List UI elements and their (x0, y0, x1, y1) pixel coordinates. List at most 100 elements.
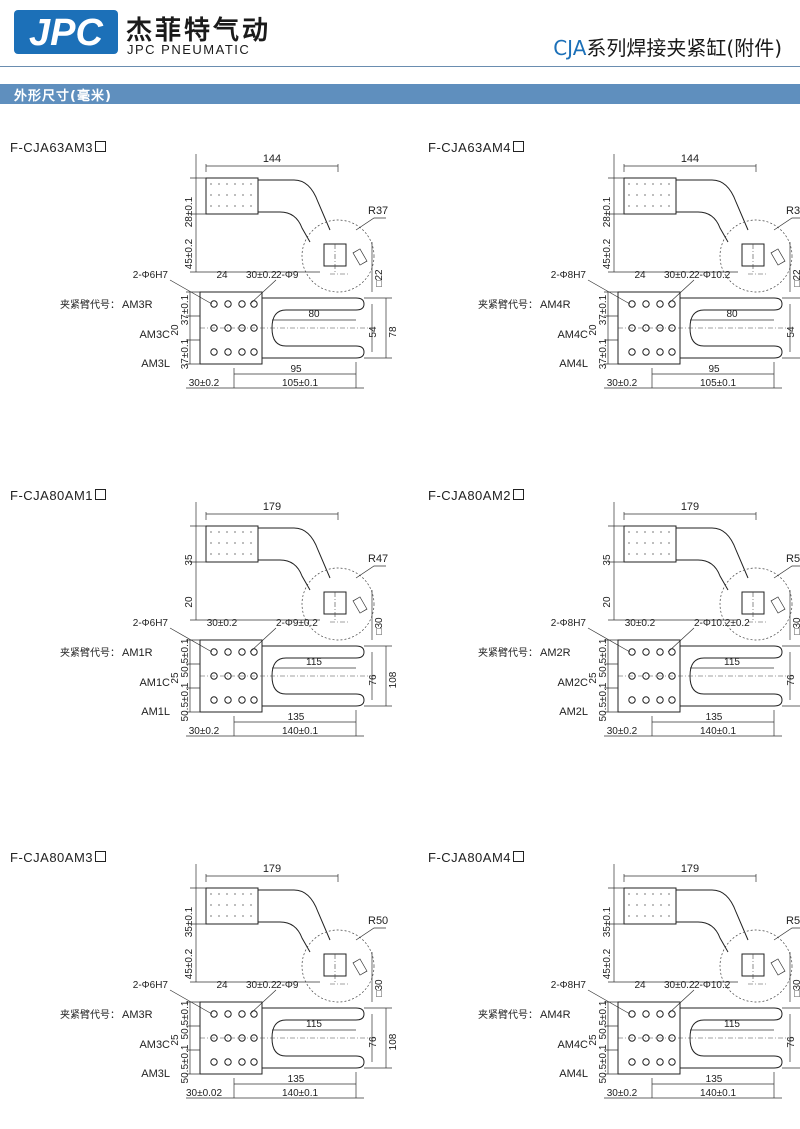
model-suffix-box (513, 141, 525, 152)
arm-outline-bottom (676, 921, 729, 953)
model-number: F-CJA80AM4 (428, 850, 525, 865)
height-dim-2: 78 (388, 326, 399, 338)
side-dim: 20 (602, 596, 613, 608)
square-dim: □30 (792, 979, 800, 997)
mount-hole (642, 696, 650, 704)
dimension-drawing-6: 179 R50 35±0.1 45±0.2 □30 2-Φ8H7 24 30±0… (478, 863, 800, 1099)
inner-dim: 80 (726, 309, 738, 320)
section-bar: 外形尺寸(毫米) (0, 84, 800, 104)
top-view: 179 R50 35 20 □30 (602, 501, 800, 641)
center-lines (330, 244, 350, 275)
side-dim: 45±0.2 (184, 948, 195, 979)
center-lines (330, 954, 350, 985)
mount-hole (628, 648, 636, 656)
square-dim: □30 (374, 617, 385, 635)
model-suffix-box (95, 489, 107, 500)
side-dim-lines (190, 864, 320, 983)
bottom-dim-3: 30±0.2 (189, 726, 220, 737)
height-dim-lines (364, 1007, 392, 1069)
pitch-dim-lines (186, 1001, 200, 1075)
pitch-dim-2: 25 (588, 1034, 599, 1046)
hole-dim-2: 2-Φ10.2±0.2 (694, 618, 750, 629)
height-dim-1: 76 (368, 1036, 379, 1048)
height-dim-2: 108 (388, 671, 399, 688)
model-suffix-box (513, 851, 525, 862)
mount-hole (642, 648, 650, 656)
model-suffix-box (95, 141, 107, 152)
height-dim-1: 76 (786, 1036, 797, 1048)
side-dim-lines (190, 154, 320, 273)
bottom-dim-lines (604, 362, 782, 389)
bottom-dim-lines (186, 1072, 364, 1099)
center-lines (748, 592, 768, 623)
code-label: 夹紧臂代号： (60, 646, 120, 659)
mount-hole (656, 324, 664, 332)
square-tab (770, 248, 786, 266)
bottom-view: 2-Φ8H7 24 30±0.2 2-Φ10.2 夹紧臂代号： AM4R AM4… (478, 270, 800, 389)
arm-outline-bottom (258, 921, 311, 953)
radius-leader (355, 565, 386, 579)
bottom-dim-lines (604, 710, 782, 737)
length-dim: 179 (681, 501, 699, 513)
dimension-drawing-4: 179 R50 35 20 □30 2-Φ8H7 30±0.2 2-Φ10.2±… (478, 501, 800, 737)
pitch-dim-a: 30±0.2 (207, 618, 238, 629)
pitch-dim-1: 50.5±0.1 (180, 638, 191, 677)
mount-hole (224, 300, 232, 308)
detail-circle (719, 567, 793, 641)
mount-hole (238, 348, 246, 356)
hole-dim: 2-Φ8H7 (551, 980, 587, 991)
arm-outline-bottom (258, 559, 311, 591)
side-dim: 45±0.2 (602, 948, 613, 979)
pitch-dim-lines (186, 639, 200, 713)
square-tab (352, 248, 368, 266)
bottom-dim-3: 30±0.2 (607, 378, 638, 389)
mount-hole (238, 648, 246, 656)
top-view: 179 R50 35±0.1 45±0.2 □30 (184, 863, 388, 1003)
top-view: 144 R37 28±0.1 45±0.2 □22 (602, 153, 800, 293)
mount-hole (642, 1058, 650, 1066)
mount-hole (238, 1058, 246, 1066)
top-dim: 35±0.1 (602, 906, 613, 937)
model-suffix-box (95, 851, 107, 862)
pitch-dim-2: 25 (170, 1034, 181, 1046)
side-dim-lines (608, 154, 738, 273)
bottom-dim-lines (604, 1072, 782, 1099)
radius-leader (355, 217, 386, 231)
pitch-dim-3: 50.5±0.1 (180, 682, 191, 721)
detail-circle (719, 219, 793, 293)
pitch-dim-lines (186, 291, 200, 365)
bottom-dim-3: 30±0.2 (607, 726, 638, 737)
arm-outline-bottom (676, 211, 729, 243)
bottom-dim-1: 135 (706, 1074, 723, 1085)
square-tab (352, 596, 368, 614)
pitch-dim-lines (604, 639, 618, 713)
mount-hole (656, 300, 664, 308)
inner-dim: 115 (306, 657, 322, 668)
mount-hole (224, 648, 232, 656)
hole-dim-2: 2-Φ9±0.2 (276, 618, 318, 629)
arm-outline-top (258, 889, 331, 941)
pitch-dim-3: 50.5±0.1 (598, 1044, 609, 1083)
code-r: AM4R (540, 1009, 571, 1021)
mount-hole (238, 1034, 246, 1042)
mount-hole (210, 348, 218, 356)
radius-dim: R37 (786, 205, 800, 217)
mount-hole (628, 1010, 636, 1018)
dimension-drawing-1: 144 R37 28±0.1 45±0.2 □22 2-Φ6H7 24 30±0… (60, 153, 399, 389)
pitch-dim-b: 30±0.2 (664, 270, 695, 281)
mount-hole (250, 696, 258, 704)
bottom-dim-2: 105±0.1 (282, 378, 319, 389)
side-dim: 45±0.2 (602, 238, 613, 269)
pitch-dim-b: 30±0.2 (246, 980, 277, 991)
section-title: 外形尺寸(毫米) (14, 89, 112, 104)
logo-text: JPC (29, 12, 103, 54)
height-dim-lines (364, 297, 392, 359)
mount-hole (210, 300, 218, 308)
pitch-dim-1: 37±0.1 (598, 294, 609, 325)
mount-hole (656, 1034, 664, 1042)
code-c: AM3C (139, 329, 170, 341)
pitch-dim-a: 24 (216, 270, 228, 281)
mount-hole (224, 1058, 232, 1066)
mount-hole (238, 324, 246, 332)
mount-hole (628, 1058, 636, 1066)
